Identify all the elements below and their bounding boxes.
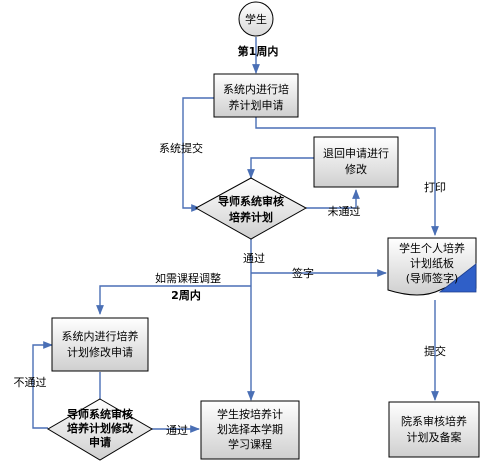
label-passed: 通过 <box>243 252 265 265</box>
node-paper-plan: 学生个人培养 计划纸板 (导师签字) <box>387 237 477 296</box>
edge-apply-paper <box>255 117 439 236</box>
node-select-courses-line2: 划选择本学期 <box>217 422 283 436</box>
node-paper-plan-line2: 计划纸板 <box>410 256 454 270</box>
node-paper-plan-line1: 学生个人培养 <box>399 241 465 255</box>
node-select-courses-line3: 学习课程 <box>228 437 272 451</box>
node-review-plan: 导师系统审核 培养计划 <box>194 177 308 240</box>
node-dept-review-line2: 计划及备案 <box>407 430 462 444</box>
node-review-plan-line1: 导师系统审核 <box>218 194 284 208</box>
node-modify-apply: 系统内进行培养 计划修改申请 <box>51 317 149 372</box>
label-submit-system: 系统提交 <box>159 141 203 155</box>
edge-review-return <box>306 189 360 209</box>
node-dept-review: 院系审核培养 计划及备案 <box>388 401 480 458</box>
node-apply-plan-line2: 养计划申请 <box>229 98 284 112</box>
node-select-courses: 学生按培养计 划选择本学期 学习课程 <box>200 400 300 460</box>
label-submit: 提交 <box>424 344 446 358</box>
label-adjust-line2: 2周内 <box>171 288 201 302</box>
node-modify-apply-line1: 系统内进行培养 <box>62 329 139 343</box>
node-paper-plan-line3: (导师签字) <box>406 271 459 285</box>
edge-adjust-modify <box>96 285 251 315</box>
node-review-plan-line2: 培养计划 <box>229 210 273 224</box>
connectors <box>32 37 439 433</box>
edge-apply-review <box>182 97 214 212</box>
node-apply-plan: 系统内进行培 养计划申请 <box>213 73 299 118</box>
label-not-passed: 未通过 <box>328 205 361 218</box>
node-student-label: 学生 <box>245 12 267 26</box>
label-week1: 第1周内 <box>238 44 279 58</box>
node-review-modify-line3: 申请 <box>89 435 111 449</box>
label-adjust-line1: 如需课程调整 <box>155 271 221 285</box>
label-print: 打印 <box>424 180 446 194</box>
label-sign: 签字 <box>292 266 314 280</box>
node-student: 学生 <box>238 1 274 37</box>
node-select-courses-line1: 学生按培养计 <box>217 407 283 421</box>
node-return-modify: 退回申请进行 修改 <box>313 136 399 188</box>
page-curl-icon <box>438 263 477 293</box>
node-return-modify-line1: 退回申请进行 <box>323 147 389 160</box>
node-review-modify-line2: 培养计划修改 <box>67 421 134 435</box>
edge-review2-modify <box>32 341 53 429</box>
node-modify-apply-line2: 计划修改申请 <box>67 345 133 359</box>
edge-return-review <box>247 157 314 179</box>
node-review-modify: 导师系统审核 培养计划修改 申请 <box>47 398 153 461</box>
node-return-modify-line2: 修改 <box>345 162 367 176</box>
node-apply-plan-line1: 系统内进行培 <box>223 82 289 96</box>
label-not-passed-2: 不通过 <box>14 376 47 389</box>
node-review-modify-line1: 导师系统审核 <box>67 407 133 421</box>
node-dept-review-line1: 院系审核培养 <box>401 414 467 428</box>
edge-labels: 第1周内 系统提交 打印 未通过 通过 签字 如需课程调整 2周内 提交 不通过… <box>14 44 447 437</box>
label-passed-2: 通过 <box>166 424 188 437</box>
